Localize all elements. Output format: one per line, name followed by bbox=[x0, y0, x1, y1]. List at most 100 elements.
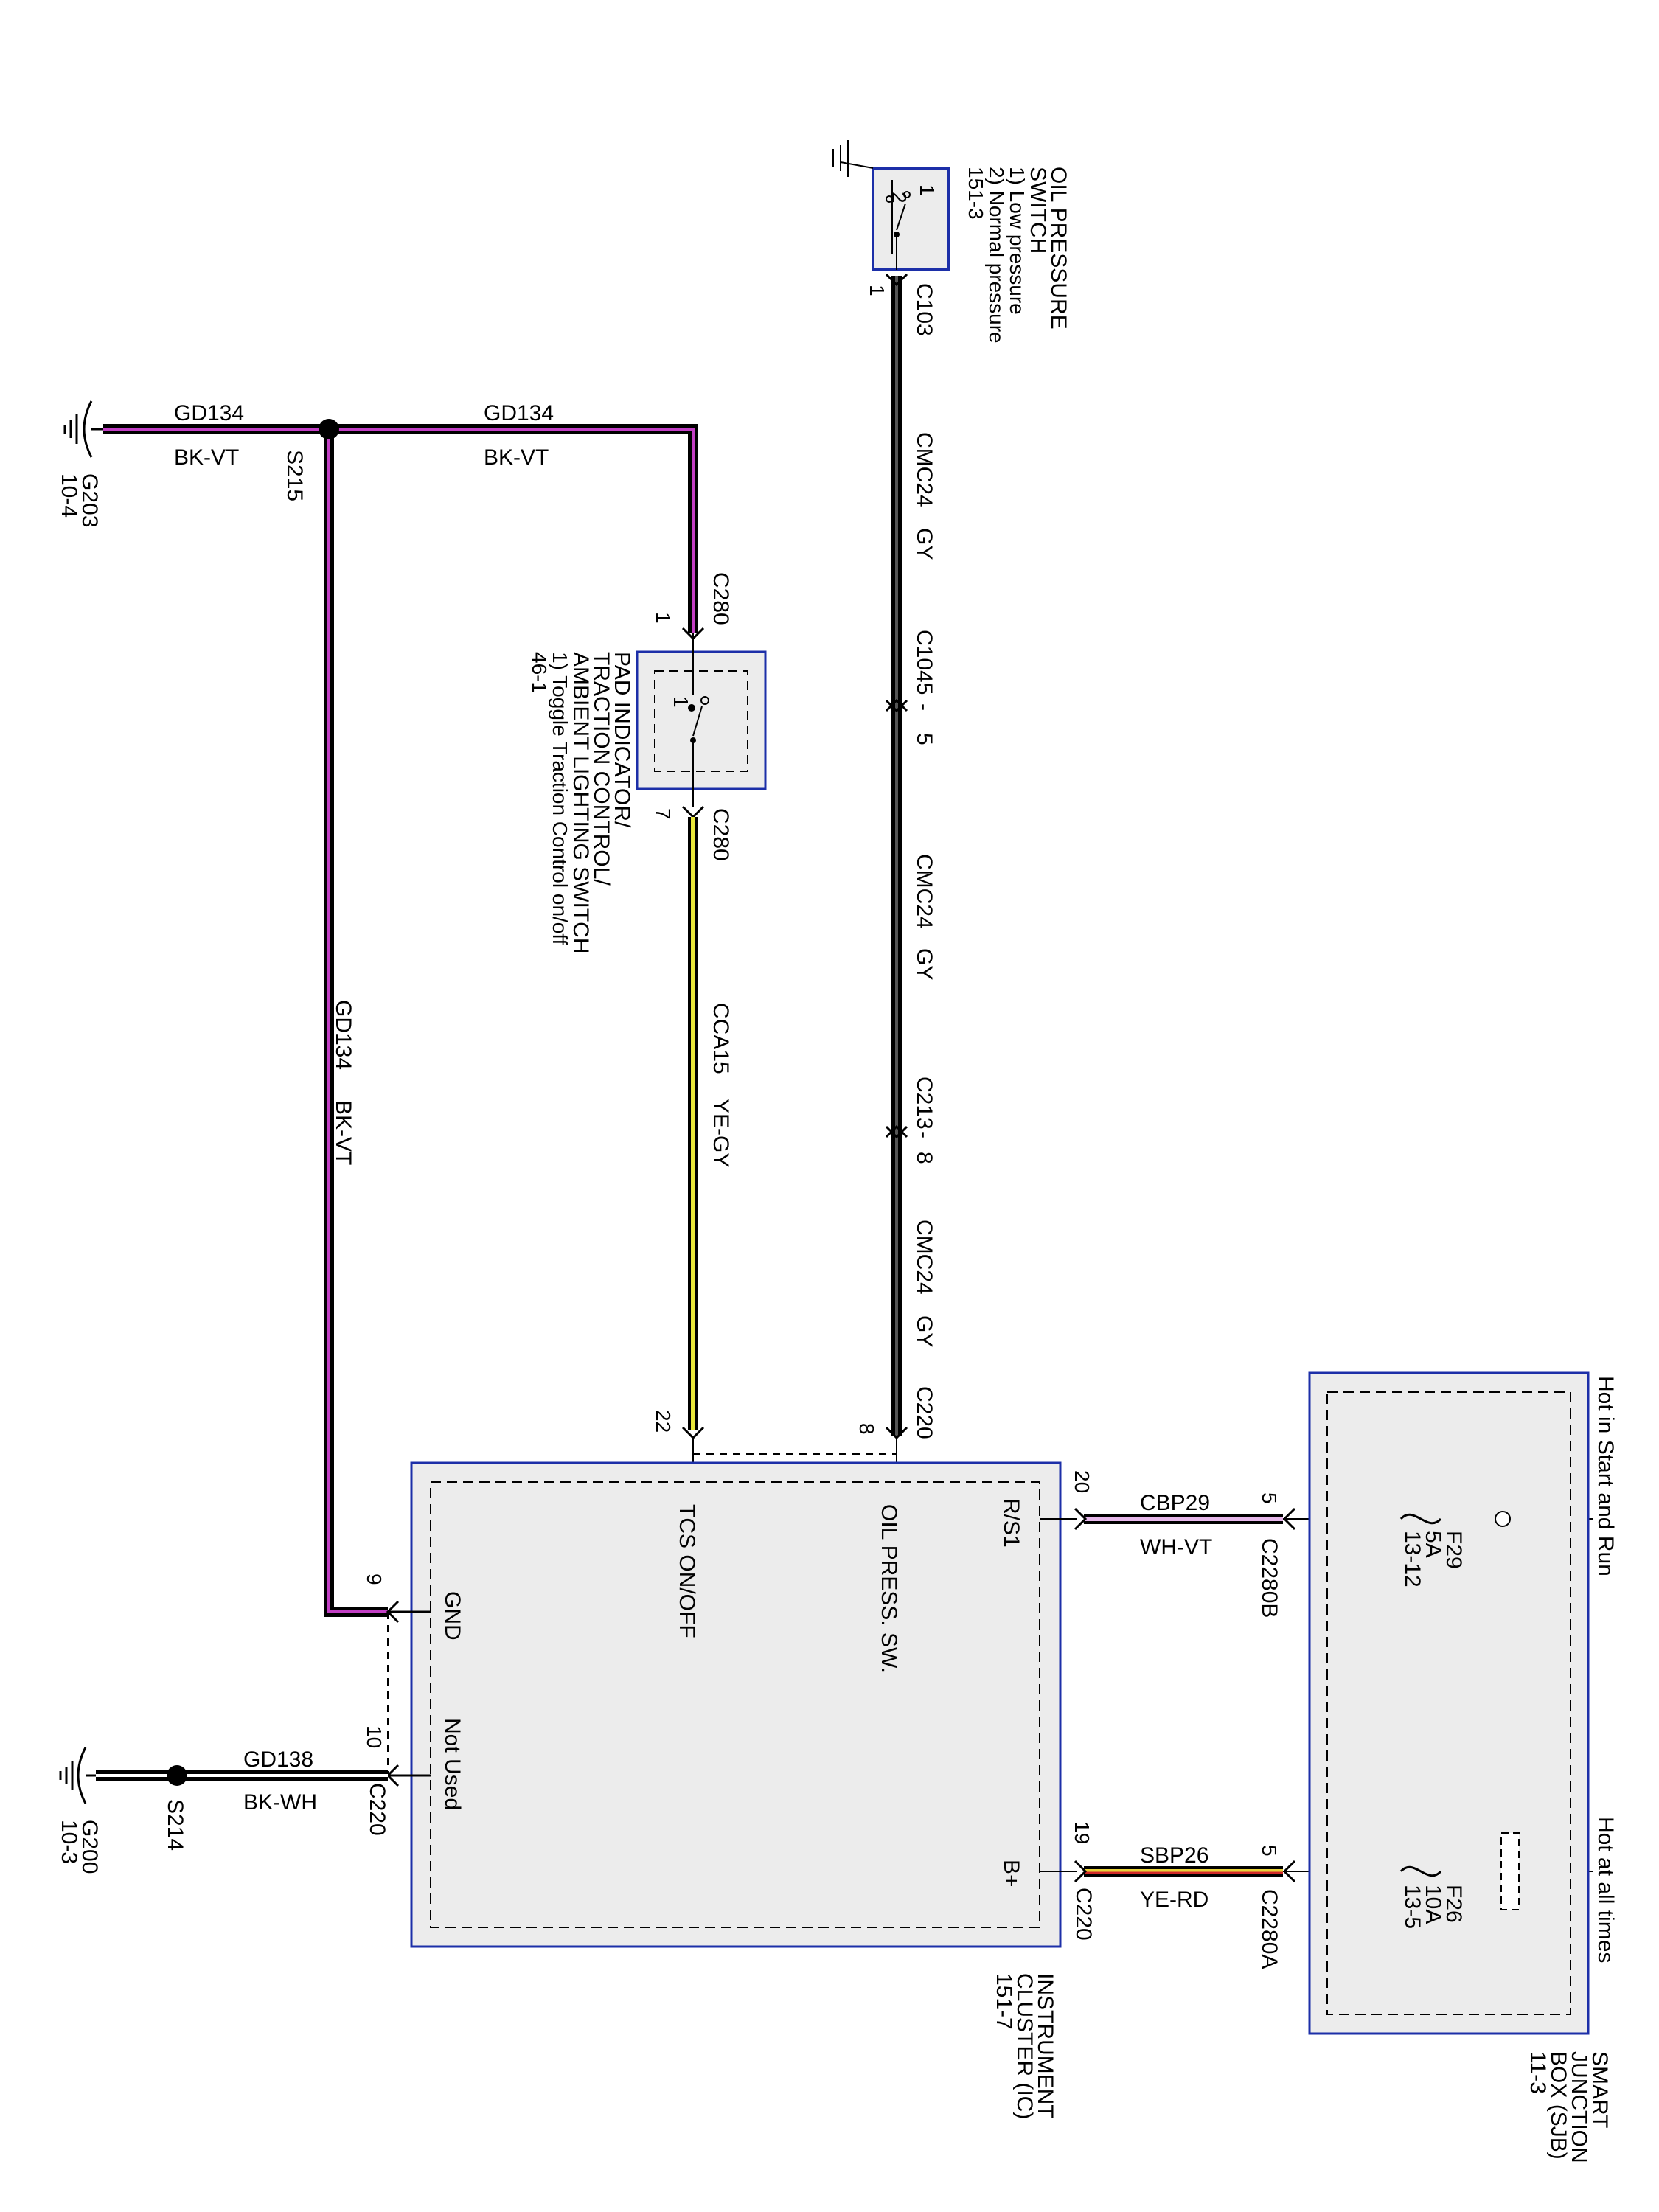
pad-ref: 46-1 bbox=[528, 652, 551, 693]
g203-name: G203 bbox=[77, 473, 102, 527]
pad-note-1: 1) Toggle Traction Control on/off bbox=[549, 652, 571, 945]
fuse-f29-icon bbox=[1399, 1513, 1442, 1525]
f26-rating: 10A bbox=[1421, 1885, 1445, 1924]
ic-c220-top-label: C220 bbox=[912, 1386, 936, 1439]
ground-g203-icon bbox=[63, 400, 103, 458]
ic-c220-b-label: C220 bbox=[1071, 1888, 1096, 1941]
pad-c280-top-label: C280 bbox=[709, 572, 733, 625]
ic-ground-pins bbox=[386, 1600, 431, 1787]
sjb-hot-all-times: Hot at all times bbox=[1593, 1817, 1618, 1963]
sjb-ref: 11-3 bbox=[1526, 2051, 1550, 2094]
pad-title-2: TRACTION CONTROL/ bbox=[589, 652, 613, 886]
cmc24-circuit-2: CMC24 bbox=[912, 854, 936, 929]
wire-gd134 bbox=[103, 424, 698, 1617]
oil-switch-note-1: 1) Low pressure bbox=[1006, 167, 1029, 315]
oil-switch-ref: 151-3 bbox=[964, 167, 987, 220]
pad-c280-bottom-pin: 7 bbox=[652, 808, 675, 820]
splice-s215-dot bbox=[319, 419, 339, 439]
splice-s215-label: S215 bbox=[282, 450, 307, 501]
sjb-conn-b: C2280B bbox=[1257, 1538, 1281, 1618]
oil-switch-pin-2: 2 bbox=[888, 192, 911, 204]
ic-pin-rs1: R/S1 bbox=[999, 1498, 1023, 1548]
f26-ref: 13-5 bbox=[1400, 1885, 1425, 1929]
instrument-cluster: OIL PRESS. SW. TCS ON/OFF R/S1 B+ GND No… bbox=[410, 1461, 1062, 1948]
gd134-top-1-color: BK-VT bbox=[174, 445, 239, 470]
ic-pin-20: 20 bbox=[1071, 1470, 1093, 1493]
sjb-hot-start-run: Hot in Start and Run bbox=[1593, 1376, 1618, 1576]
oil-switch-pin-1: 1 bbox=[916, 184, 939, 196]
cbp29-color: WH-VT bbox=[1140, 1535, 1212, 1559]
f26-name: F26 bbox=[1441, 1885, 1466, 1923]
ic-label: INSTRUMENT CLUSTER (IC) 151-7 bbox=[992, 1973, 1057, 2119]
oil-switch-note-2: 2) Normal pressure bbox=[985, 167, 1008, 344]
ic-pin-bplus: B+ bbox=[999, 1860, 1023, 1888]
oil-switch-case-ground-icon bbox=[832, 140, 874, 177]
ic-pin-gnd: GND bbox=[440, 1591, 465, 1641]
pad-title-1: PAD INDICATOR/ bbox=[610, 652, 634, 828]
connector-chevrons-cmc24 bbox=[885, 273, 908, 1440]
oil-switch-title-1: OIL PRESSURE bbox=[1046, 167, 1071, 330]
sjb-conn-a: C2280A bbox=[1257, 1889, 1281, 1969]
fuse-f26-icon bbox=[1399, 1865, 1442, 1877]
g200-ref: 10-3 bbox=[57, 1820, 81, 1864]
c213-dash: - bbox=[912, 1131, 936, 1138]
cmc24-circuit-1: CMC24 bbox=[912, 432, 936, 507]
ic-pin-22: 22 bbox=[652, 1410, 675, 1433]
c1045-pin: 5 bbox=[912, 733, 936, 745]
ic-pin-19: 19 bbox=[1071, 1821, 1093, 1844]
ground-g200-icon bbox=[59, 1747, 96, 1804]
c103-pin: 1 bbox=[866, 285, 888, 296]
g200-name: G200 bbox=[77, 1820, 102, 1874]
gd138-color: BK-WH bbox=[243, 1790, 317, 1815]
sjb-pin-b: 5 bbox=[1258, 1492, 1281, 1504]
ic-pin-8: 8 bbox=[855, 1423, 878, 1435]
c1045-dash: - bbox=[912, 703, 936, 711]
ic-ref: 151-7 bbox=[992, 1973, 1016, 2030]
ic-title-1: INSTRUMENT bbox=[1033, 1973, 1057, 2118]
oil-switch-title-2: SWITCH bbox=[1026, 167, 1050, 254]
cbp29-chevrons bbox=[1074, 1507, 1296, 1531]
oil-pressure-switch: 1 2 bbox=[872, 167, 950, 271]
ic-pin-9: 9 bbox=[363, 1573, 386, 1585]
c213-label: C213 bbox=[912, 1077, 936, 1130]
sjb-pin-a: 5 bbox=[1258, 1845, 1281, 1857]
sbp26-chevrons bbox=[1074, 1860, 1296, 1883]
cmc24-circuit-3: CMC24 bbox=[912, 1220, 936, 1295]
ic-pin-tcs: TCS ON/OFF bbox=[675, 1504, 699, 1638]
sbp26-color: YE-RD bbox=[1140, 1888, 1208, 1912]
gd134-vert-circuit: GD134 bbox=[331, 1000, 355, 1070]
ic-c220-left-label: C220 bbox=[365, 1783, 389, 1836]
c213-pin: 8 bbox=[912, 1152, 936, 1164]
splice-s214-label: S214 bbox=[163, 1799, 187, 1851]
gd134-top-1-circuit: GD134 bbox=[174, 401, 244, 425]
f29-rating: 5A bbox=[1421, 1531, 1445, 1558]
sbp26-circuit: SBP26 bbox=[1140, 1843, 1208, 1868]
pad-switch-inner-pin: 1 bbox=[669, 696, 692, 708]
pad-c280-top-pin: 1 bbox=[652, 612, 675, 624]
cmc24-color-3: GY bbox=[912, 1315, 936, 1347]
f29-ref: 13-12 bbox=[1400, 1531, 1425, 1587]
sjb-title-2: JUNCTION bbox=[1567, 2051, 1591, 2163]
pad-switch-label: PAD INDICATOR/ TRACTION CONTROL/ AMBIENT… bbox=[528, 652, 634, 953]
pad-title-3: AMBIENT LIGHTING SWITCH bbox=[568, 652, 593, 953]
splice-s214-dot bbox=[167, 1765, 187, 1786]
sjb-title-3: BOX (SJB) bbox=[1546, 2051, 1571, 2160]
gd134-vert-color: BK-VT bbox=[331, 1100, 355, 1165]
ic-pin-not-used: Not Used bbox=[440, 1718, 465, 1810]
sjb-title-1: SMART bbox=[1587, 2051, 1612, 2128]
sjb-label: SMART JUNCTION BOX (SJB) 11-3 bbox=[1526, 2051, 1612, 2163]
cmc24-color-2: GY bbox=[912, 948, 936, 980]
pad-indicator-switch: 1 bbox=[636, 633, 767, 807]
g203-ref: 10-4 bbox=[57, 473, 81, 518]
cca15-color: YE-GY bbox=[709, 1099, 733, 1167]
gd134-top-2-color: BK-VT bbox=[484, 445, 549, 470]
gd134-top-2-circuit: GD134 bbox=[484, 401, 554, 425]
ic-title-2: CLUSTER (IC) bbox=[1012, 1973, 1037, 2119]
gd138-circuit: GD138 bbox=[243, 1747, 313, 1772]
cbp29-circuit: CBP29 bbox=[1140, 1491, 1210, 1515]
ic-pin-oil-press: OIL PRESS. SW. bbox=[877, 1504, 901, 1673]
ic-pin-10: 10 bbox=[363, 1725, 386, 1748]
smart-junction-box: F29 5A 13-12 F26 10A 13-5 bbox=[1308, 1371, 1590, 2035]
cmc24-color-1: GY bbox=[912, 528, 936, 560]
cca15-circuit: CCA15 bbox=[709, 1003, 733, 1074]
